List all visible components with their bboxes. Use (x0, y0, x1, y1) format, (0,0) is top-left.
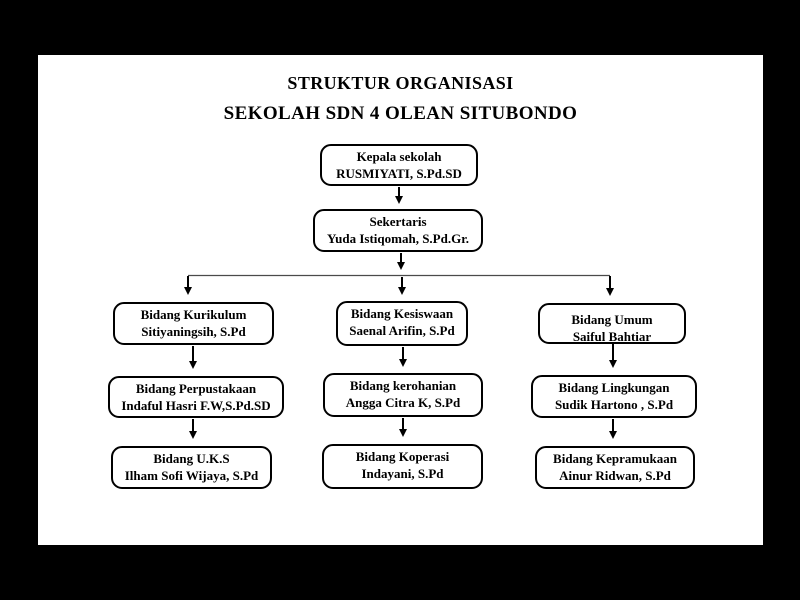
org-node-bidang-perpustakaan: Bidang Perpustakaan Indaful Hasri F.W,S.… (108, 376, 284, 418)
node-person: Yuda Istiqomah, S.Pd.Gr. (326, 231, 470, 246)
node-role: Sekertaris (369, 214, 427, 229)
node-person: Angga Citra K, S.Pd (345, 395, 461, 410)
node-role: Kepala sekolah (356, 149, 442, 164)
org-node-bidang-koperasi: Bidang Koperasi Indayani, S.Pd (322, 444, 483, 489)
node-person: Sitiyaningsih, S.Pd (141, 324, 246, 339)
node-role: Bidang Kesiswaan (350, 306, 454, 321)
node-person: Sudik Hartono , S.Pd (554, 397, 674, 412)
node-person: Saenal Arifin, S.Pd (349, 323, 455, 338)
node-person: Ainur Ridwan, S.Pd (559, 468, 671, 483)
node-person: RUSMIYATI, S.Pd.SD (336, 166, 462, 181)
node-role: Bidang Kurikulum (140, 307, 247, 322)
node-person: Indayani, S.Pd (361, 466, 444, 481)
org-node-sekertaris: Sekertaris Yuda Istiqomah, S.Pd.Gr. (313, 209, 483, 252)
org-node-bidang-uks: Bidang U.K.S Ilham Sofi Wijaya, S.Pd (111, 446, 272, 489)
node-role: Bidang Umum (571, 312, 653, 327)
node-role: Bidang Lingkungan (558, 380, 670, 395)
org-node-bidang-umum: Bidang Umum Saiful Bahtiar (538, 303, 686, 344)
node-role: Bidang kerohanian (349, 378, 457, 393)
org-node-bidang-lingkungan: Bidang Lingkungan Sudik Hartono , S.Pd (531, 375, 697, 418)
node-role: Bidang Koperasi (355, 449, 450, 464)
node-role: Bidang Perpustakaan (135, 381, 257, 396)
org-node-bidang-kesiswaan: Bidang Kesiswaan Saenal Arifin, S.Pd (336, 301, 468, 346)
node-role: Bidang Kepramukaan (553, 451, 677, 466)
page-title: STRUKTUR ORGANISASI (287, 73, 514, 93)
node-person: Indaful Hasri F.W,S.Pd.SD (121, 398, 271, 413)
org-node-bidang-kerohanian: Bidang kerohanian Angga Citra K, S.Pd (323, 373, 483, 417)
node-role: Bidang U.K.S (153, 451, 230, 466)
org-node-kepala-sekolah: Kepala sekolah RUSMIYATI, S.Pd.SD (320, 144, 478, 186)
org-node-bidang-kepramukaan: Bidang Kepramukaan Ainur Ridwan, S.Pd (535, 446, 695, 489)
org-node-bidang-kurikulum: Bidang Kurikulum Sitiyaningsih, S.Pd (113, 302, 274, 345)
node-person: Ilham Sofi Wijaya, S.Pd (124, 468, 259, 483)
page-subtitle: SEKOLAH SDN 4 OLEAN SITUBONDO (223, 103, 578, 124)
node-person: Saiful Bahtiar (572, 329, 652, 344)
